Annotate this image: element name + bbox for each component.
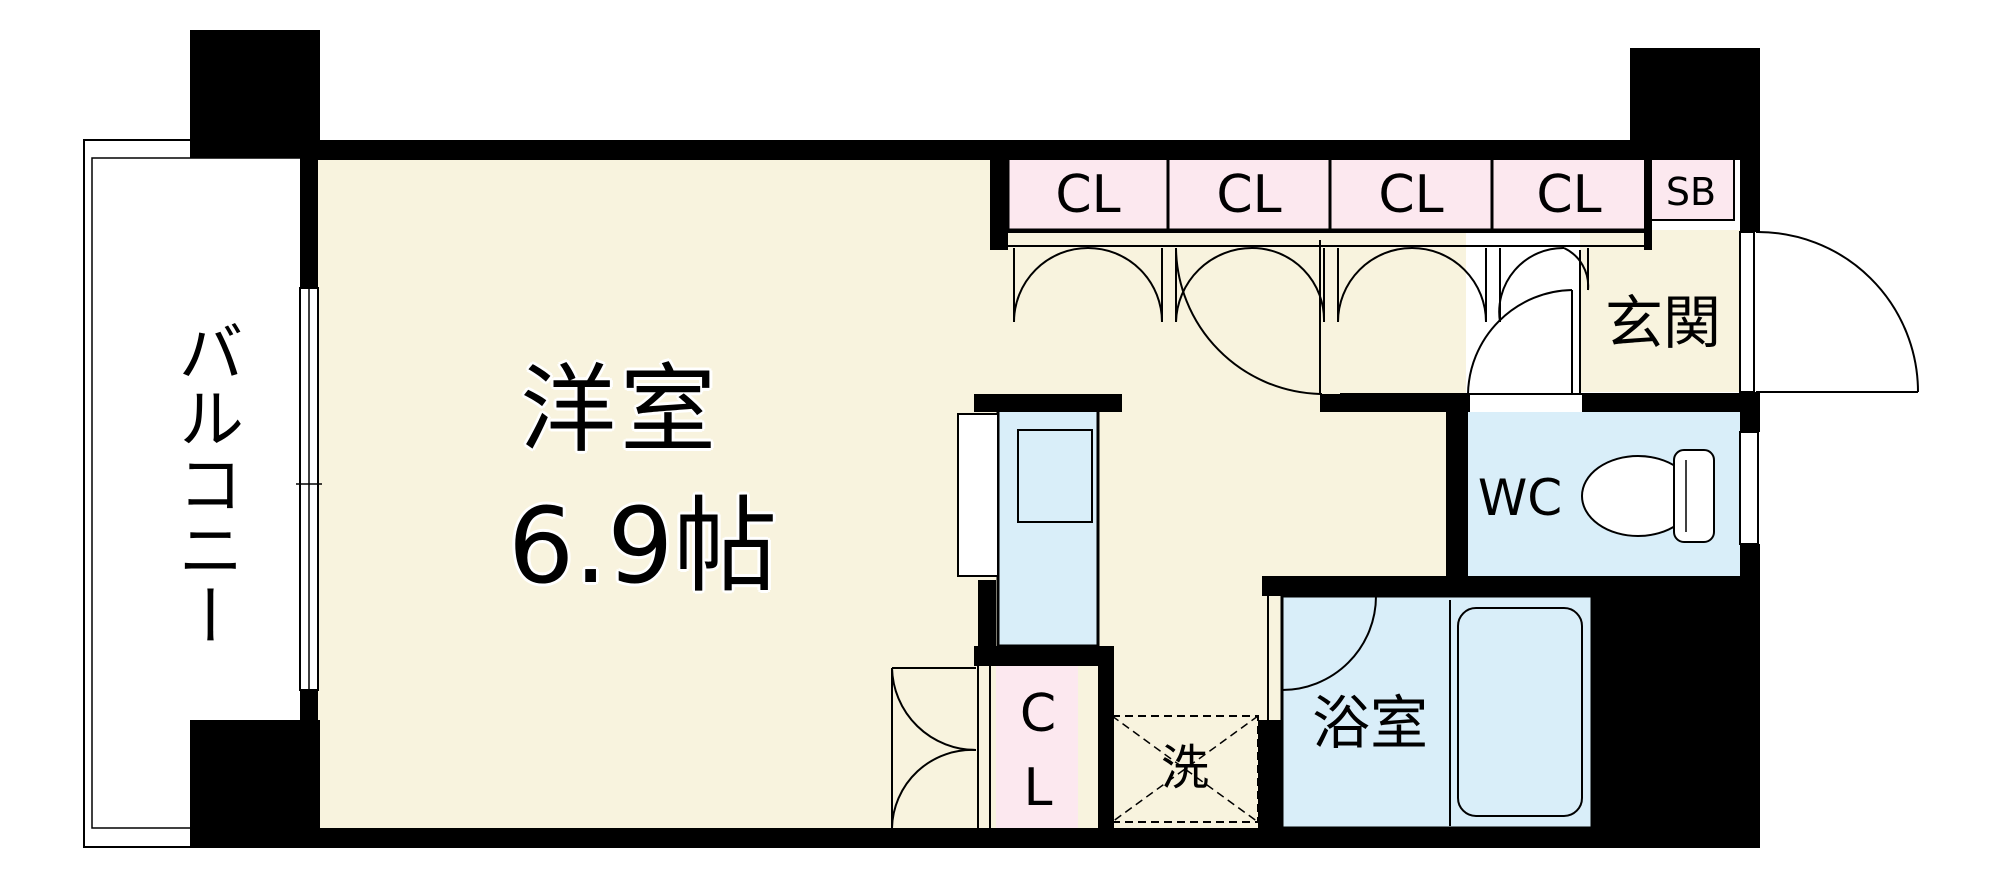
wc-room xyxy=(1446,402,1759,580)
small-closet xyxy=(977,666,1078,830)
balcony-area xyxy=(83,139,305,848)
walls xyxy=(190,30,1760,848)
closet-label-1: CL xyxy=(1055,165,1121,225)
small-closet-door xyxy=(891,667,977,829)
small-closet-label-c: C xyxy=(1019,684,1057,744)
shoe-box-label: SB xyxy=(1665,170,1717,214)
small-closet-label-l: L xyxy=(1023,758,1053,818)
western-room-name: 洋室 xyxy=(520,354,720,466)
washer-label: 洗 xyxy=(1160,740,1209,796)
western-room-size: 6.9帖 xyxy=(508,485,778,607)
kitchen-counter xyxy=(957,408,1100,648)
wc-label: WC xyxy=(1477,469,1563,527)
closet-label-3: CL xyxy=(1378,165,1444,225)
closet-label-4: CL xyxy=(1536,165,1602,225)
bathroom xyxy=(1267,594,1594,830)
balcony-label: バルコニー xyxy=(167,318,244,648)
entrance-label: 玄関 xyxy=(1604,289,1721,357)
entrance-floor xyxy=(1580,230,1740,392)
closet-label-2: CL xyxy=(1216,165,1282,225)
balcony-window xyxy=(296,287,322,691)
bath-label: 浴室 xyxy=(1311,689,1428,757)
closet-doors xyxy=(1013,240,1590,395)
